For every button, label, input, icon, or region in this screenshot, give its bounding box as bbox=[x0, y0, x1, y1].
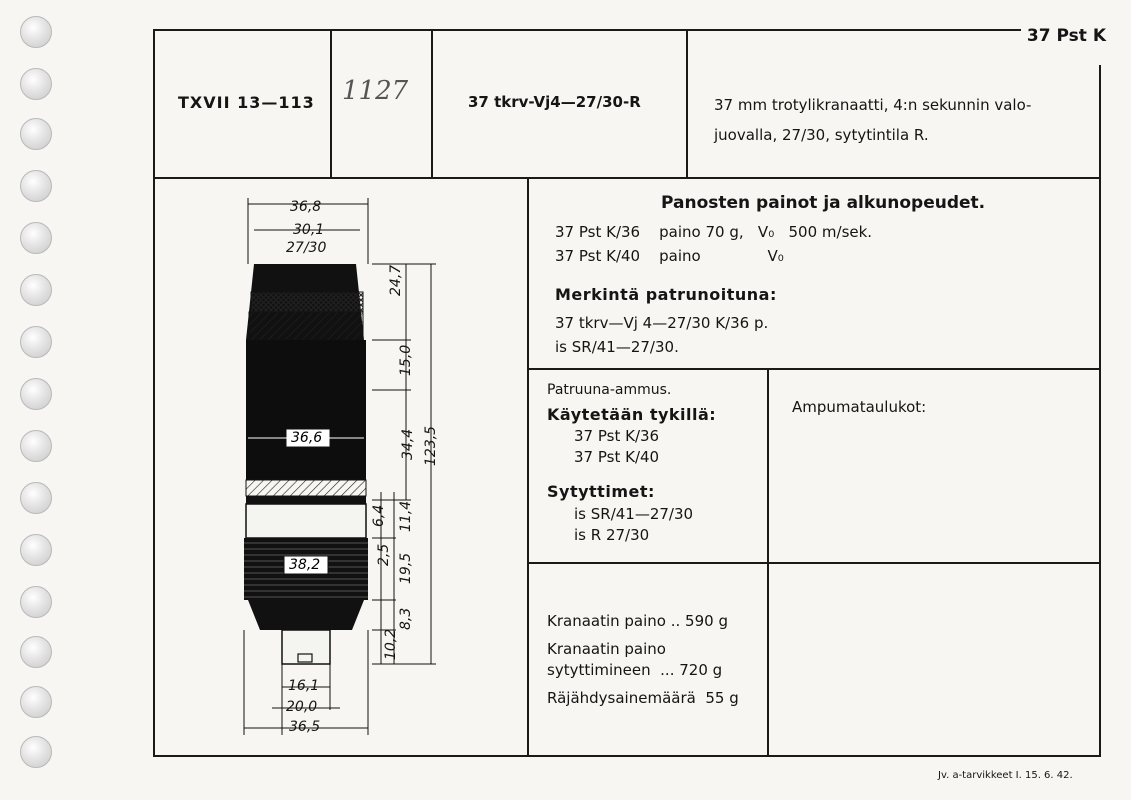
dim-band-width: 38,2 bbox=[289, 557, 321, 573]
binding-hole bbox=[20, 118, 52, 150]
binding-hole bbox=[20, 274, 52, 306]
col-divider-3 bbox=[686, 29, 688, 178]
dim-len-2: 34,4 bbox=[400, 428, 416, 460]
binding-hole bbox=[20, 16, 52, 48]
binding-hole bbox=[20, 222, 52, 254]
body-white-band bbox=[245, 503, 367, 539]
handwritten-number: 1127 bbox=[342, 76, 409, 106]
dim-len-8: 10,2 bbox=[383, 628, 399, 660]
shell-drawing bbox=[243, 198, 436, 735]
binding-hole bbox=[20, 378, 52, 410]
footer-note: Jv. a-tarvikkeet I. 15. 6. 42. bbox=[938, 770, 1073, 781]
col-divider-2 bbox=[431, 29, 433, 178]
shell-body bbox=[246, 340, 366, 480]
dim-len-3: 6,4 bbox=[371, 504, 387, 527]
drawing-divider bbox=[527, 177, 529, 756]
shell-weight: Kranaatin paino .. 590 g bbox=[547, 612, 728, 630]
dim-base-width-1: 16,1 bbox=[288, 678, 320, 694]
top-rule bbox=[153, 29, 1021, 31]
dim-len-fuze: 24,7 bbox=[388, 264, 404, 296]
marking-line-1: 37 tkrv—Vj 4—27/30 K/36 p. bbox=[555, 314, 769, 332]
band-width-box bbox=[283, 555, 329, 575]
charge-row-1: 37 Pst K/36 paino 70 g, V₀ 500 m/sek. bbox=[555, 223, 873, 241]
dim-fuze-width: 30,1 bbox=[293, 222, 325, 238]
charges-bottom-rule bbox=[527, 368, 1101, 370]
binding-hole bbox=[20, 326, 52, 358]
weight-with-fuze-line2: sytyttimineen ... 720 g bbox=[547, 661, 723, 679]
binding-hole bbox=[20, 586, 52, 618]
binding-hole bbox=[20, 736, 52, 768]
tracer-base bbox=[281, 629, 331, 665]
explosive-weight: Räjähdysainemäärä 55 g bbox=[547, 689, 739, 707]
dim-len-1: 15,0 bbox=[398, 344, 414, 376]
fuze-hatch bbox=[248, 311, 364, 341]
left-border bbox=[153, 29, 155, 756]
guns-title: Käytetään tykillä: bbox=[547, 405, 717, 424]
lower-col-divider bbox=[767, 368, 769, 756]
col-divider-1 bbox=[330, 29, 332, 178]
right-border bbox=[1099, 65, 1101, 756]
header-bottom-rule bbox=[153, 177, 1101, 179]
dim-fuze-ratio: 27/30 bbox=[286, 240, 327, 256]
corner-title: 37 Pst K bbox=[1026, 26, 1106, 46]
shell-designation: 37 tkrv-Vj4—27/30-R bbox=[468, 93, 641, 111]
binding-hole bbox=[20, 68, 52, 100]
usage-bottom-rule bbox=[527, 562, 1101, 564]
firing-tables-label: Ampumataulukot: bbox=[792, 398, 927, 416]
binding-hole bbox=[20, 482, 52, 514]
dim-len-7: 8,3 bbox=[398, 607, 414, 630]
dim-base-width-2: 20,0 bbox=[286, 699, 318, 715]
fuze-2: is R 27/30 bbox=[574, 526, 650, 544]
shell-description-line1: 37 mm trotylikranaatti, 4:n sekunnin val… bbox=[714, 96, 1032, 114]
binding-hole bbox=[20, 636, 52, 668]
body-hatch-band bbox=[245, 479, 367, 497]
dim-len-6: 19,5 bbox=[398, 552, 414, 584]
gun-2: 37 Pst K/40 bbox=[574, 448, 660, 466]
dim-body-width: 36,6 bbox=[291, 430, 323, 446]
base-taper bbox=[248, 600, 364, 630]
body-dark-band bbox=[246, 496, 366, 504]
fuze-crosshatch bbox=[250, 291, 364, 313]
shell-description-line2: juovalla, 27/30, sytytintila R. bbox=[714, 126, 929, 144]
fuze-1: is SR/41—27/30 bbox=[574, 505, 694, 523]
dim-len-total: 123,5 bbox=[423, 425, 439, 466]
document-code: TXVII 13—113 bbox=[178, 93, 315, 112]
binding-hole bbox=[20, 534, 52, 566]
weight-with-fuze-line1: Kranaatin paino bbox=[547, 640, 666, 658]
charges-title: Panosten painot ja alkunopeudet. bbox=[661, 193, 986, 213]
bottom-rule bbox=[153, 755, 1101, 757]
charge-row-2: 37 Pst K/40 paino V₀ bbox=[555, 247, 784, 265]
ammo-type: Patruuna-ammus. bbox=[547, 382, 672, 398]
dim-len-4: 11,4 bbox=[398, 500, 414, 532]
fuzes-title: Sytyttimet: bbox=[547, 482, 655, 501]
dim-base-width-3: 36,5 bbox=[289, 719, 321, 735]
binding-hole bbox=[20, 686, 52, 718]
binding-hole bbox=[20, 170, 52, 202]
binding-hole bbox=[20, 430, 52, 462]
gun-1: 37 Pst K/36 bbox=[574, 427, 660, 445]
dim-len-5: 2,5 bbox=[376, 543, 392, 566]
marking-title: Merkintä patrunoituna: bbox=[555, 285, 777, 304]
tracer-cap bbox=[297, 653, 313, 663]
marking-line-2: is SR/41—27/30. bbox=[555, 338, 679, 356]
dim-top-width: 36,8 bbox=[290, 199, 322, 215]
